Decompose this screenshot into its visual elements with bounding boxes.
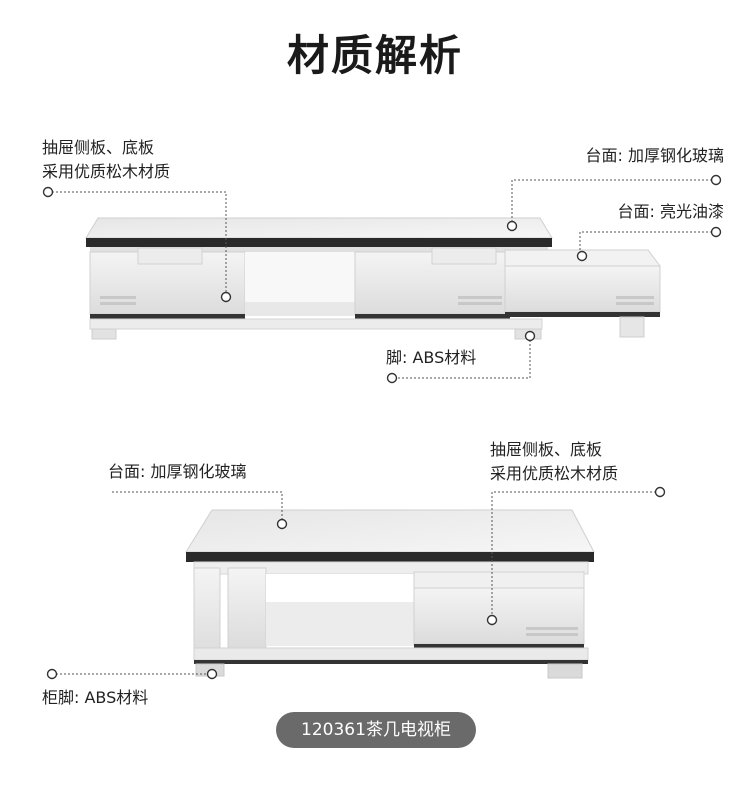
tv-drawer-material-line1: 抽屉侧板、底板 [42, 138, 155, 157]
tv-top-paint-label: 台面: 亮光油漆 [617, 202, 724, 221]
product-name-badge: 120361茶几电视柜 [276, 712, 476, 748]
table-drawer-material-line2: 采用优质松木材质 [490, 464, 619, 483]
tea-table-drawing [185, 509, 595, 679]
page-title: 材质解析 [286, 31, 463, 80]
table-drawer-material-line1: 抽屉侧板、底板 [490, 440, 603, 459]
tv-feet-label: 脚: ABS材料 [386, 348, 477, 367]
tv-top-glass-label: 台面: 加厚钢化玻璃 [585, 146, 724, 165]
tv-drawer-material-line2: 采用优质松木材质 [42, 162, 171, 181]
table-top-glass-label: 台面: 加厚钢化玻璃 [108, 462, 247, 481]
table-feet-label: 柜脚: ABS材料 [42, 688, 149, 707]
tv-cabinet-drawing [85, 217, 661, 340]
